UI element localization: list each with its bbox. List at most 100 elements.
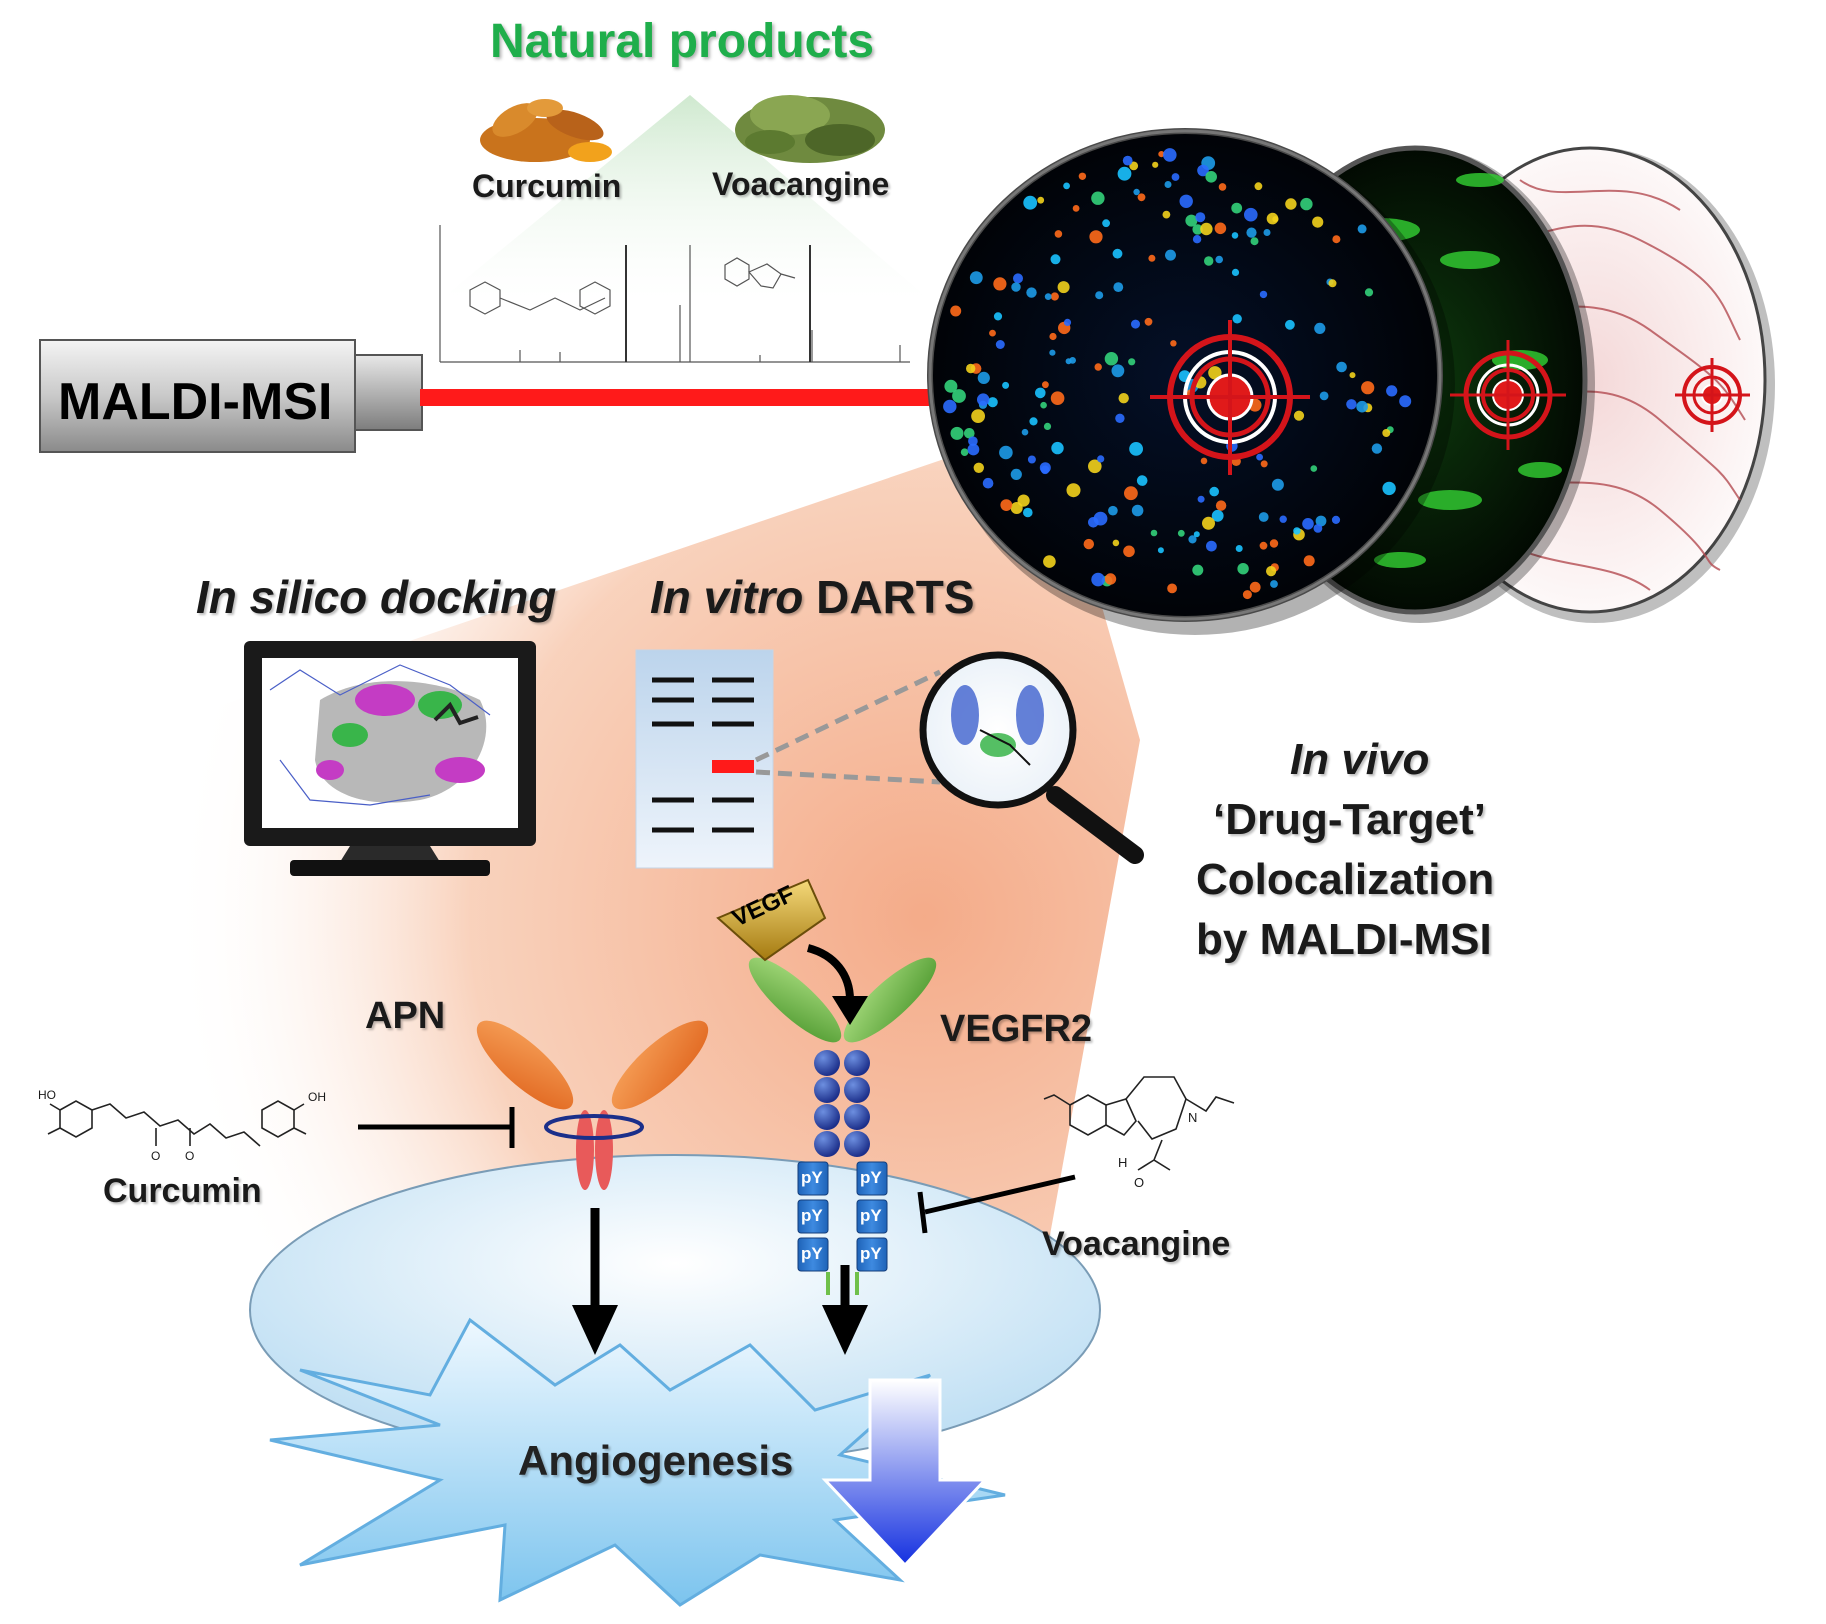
msi-signal-dot bbox=[1091, 572, 1105, 587]
msi-signal-dot bbox=[1113, 282, 1124, 292]
msi-signal-dot bbox=[1117, 166, 1132, 181]
msi-signal-dot bbox=[1263, 229, 1271, 236]
docking-model bbox=[269, 664, 491, 806]
msi-signal-dot bbox=[1137, 193, 1146, 202]
msi-signal-dot bbox=[1021, 428, 1029, 436]
msi-signal-dot bbox=[1205, 171, 1217, 183]
msi-signal-dot bbox=[1357, 224, 1367, 234]
msi-signal-dot bbox=[1039, 462, 1051, 474]
msi-signal-dot bbox=[1104, 352, 1119, 366]
msi-signal-dot bbox=[1124, 486, 1138, 501]
msi-signal-dot bbox=[1242, 590, 1252, 600]
angiogenesis-burst bbox=[269, 1317, 1006, 1607]
msi-signal-dot bbox=[1152, 161, 1159, 168]
curcumin-structure bbox=[47, 1100, 307, 1147]
py-label: pY bbox=[860, 1206, 882, 1225]
msi-signal-dot bbox=[1232, 314, 1242, 324]
msi-signal-dot bbox=[982, 477, 994, 489]
msi-signal-dot bbox=[1066, 483, 1081, 498]
msi-signal-dot bbox=[1097, 455, 1105, 463]
curcumin-atom-o: O bbox=[151, 1149, 161, 1163]
invivo-line-1: In vivo bbox=[1290, 735, 1430, 784]
msi-signal-dots bbox=[943, 148, 1412, 600]
msi-signal-dot bbox=[1023, 507, 1033, 518]
msi-signal-dot bbox=[1123, 545, 1135, 558]
msi-signal-dot bbox=[1102, 219, 1110, 228]
msi-signal-dot bbox=[1129, 161, 1139, 171]
msi-signal-dot bbox=[1364, 288, 1374, 297]
msi-signal-dot bbox=[1057, 281, 1070, 294]
msi-signal-dot bbox=[1091, 191, 1105, 205]
msi-signal-dot bbox=[973, 462, 984, 473]
msi-signal-dot bbox=[1270, 580, 1278, 588]
voacangine-atom-o: O bbox=[1134, 1175, 1145, 1190]
msi-signal-dot bbox=[1382, 429, 1391, 437]
msi-signal-dot bbox=[1042, 381, 1049, 389]
msi-signal-dot bbox=[1399, 395, 1412, 408]
msi-signal-dot bbox=[1108, 505, 1118, 516]
voacangine-photo-label: Voacangine bbox=[712, 166, 890, 202]
msi-signal-dot bbox=[1259, 541, 1268, 550]
msi-signal-dot bbox=[1088, 459, 1102, 474]
msi-signal-dot bbox=[1361, 381, 1375, 395]
msi-signal-dot bbox=[1302, 518, 1314, 530]
target-icon bbox=[1150, 320, 1310, 475]
msi-signal-dot bbox=[1269, 539, 1279, 548]
msi-signal-dot bbox=[950, 426, 964, 440]
msi-signal-dot bbox=[1336, 361, 1347, 373]
msi-signal-dot bbox=[1027, 455, 1036, 464]
msi-signal-dot bbox=[1285, 198, 1297, 210]
binding-arrowhead bbox=[832, 996, 868, 1025]
msi-signal-dot bbox=[1197, 164, 1209, 177]
msi-signal-dot bbox=[1122, 155, 1133, 166]
msi-signal-dot bbox=[1266, 566, 1277, 577]
msi-signal-dot bbox=[1072, 205, 1080, 212]
msi-signal-dot bbox=[1035, 387, 1046, 399]
msi-signal-dot bbox=[1237, 563, 1249, 575]
msi-signal-dot bbox=[995, 340, 1005, 349]
darts-gel bbox=[635, 649, 774, 869]
msi-signal-dot bbox=[1063, 182, 1070, 190]
computer-monitor bbox=[244, 641, 536, 876]
msi-signal-dot bbox=[1285, 319, 1295, 330]
msi-signal-dot bbox=[1303, 555, 1315, 567]
msi-signal-dot bbox=[1095, 291, 1104, 300]
msi-signal-dot bbox=[1037, 196, 1045, 204]
msi-signal-dot bbox=[993, 312, 1003, 321]
darts-title: In vitro DARTS bbox=[650, 570, 975, 624]
voacangine-atom-n: N bbox=[1188, 1110, 1198, 1125]
msi-signal-dot bbox=[1167, 583, 1177, 594]
angiogenesis-label: Angiogenesis bbox=[518, 1437, 794, 1484]
msi-signal-dot bbox=[1050, 292, 1059, 301]
msi-signal-dot bbox=[1170, 340, 1177, 347]
msi-signal-dot bbox=[1026, 287, 1037, 298]
msi-signal-dot bbox=[966, 363, 976, 374]
msi-signal-dot bbox=[1197, 495, 1205, 503]
msi-signal-dot bbox=[1271, 478, 1284, 491]
msi-signal-dot bbox=[1023, 195, 1038, 210]
msi-signal-dot bbox=[1331, 515, 1341, 525]
msi-signal-dot bbox=[1129, 442, 1143, 456]
msi-signal-dot bbox=[999, 445, 1013, 460]
msi-signal-dot bbox=[1136, 475, 1148, 486]
msi-signal-dot bbox=[1063, 318, 1072, 326]
msi-signal-dot bbox=[1193, 531, 1200, 538]
msi-signal-dot bbox=[987, 397, 998, 408]
msi-signal-dot bbox=[1094, 363, 1102, 371]
msi-signal-dot bbox=[1293, 410, 1305, 421]
msi-signal-dot bbox=[1382, 481, 1396, 496]
msi-signal-dot bbox=[1118, 393, 1129, 404]
msi-signal-dot bbox=[1010, 502, 1023, 514]
msi-signal-dot bbox=[1150, 529, 1158, 537]
msi-signal-dot bbox=[1192, 564, 1204, 576]
msi-signal-dot bbox=[1235, 545, 1243, 552]
invivo-line-4: by MALDI-MSI bbox=[1196, 915, 1492, 964]
msi-signal-dot bbox=[1089, 230, 1103, 244]
msi-signal-dot bbox=[964, 428, 975, 439]
msi-signal-dot bbox=[1051, 441, 1064, 455]
py-label: pY bbox=[801, 1168, 823, 1187]
msi-signal-dot bbox=[989, 329, 996, 337]
msi-signal-dot bbox=[1050, 254, 1061, 265]
msi-signal-dot bbox=[1163, 148, 1177, 162]
